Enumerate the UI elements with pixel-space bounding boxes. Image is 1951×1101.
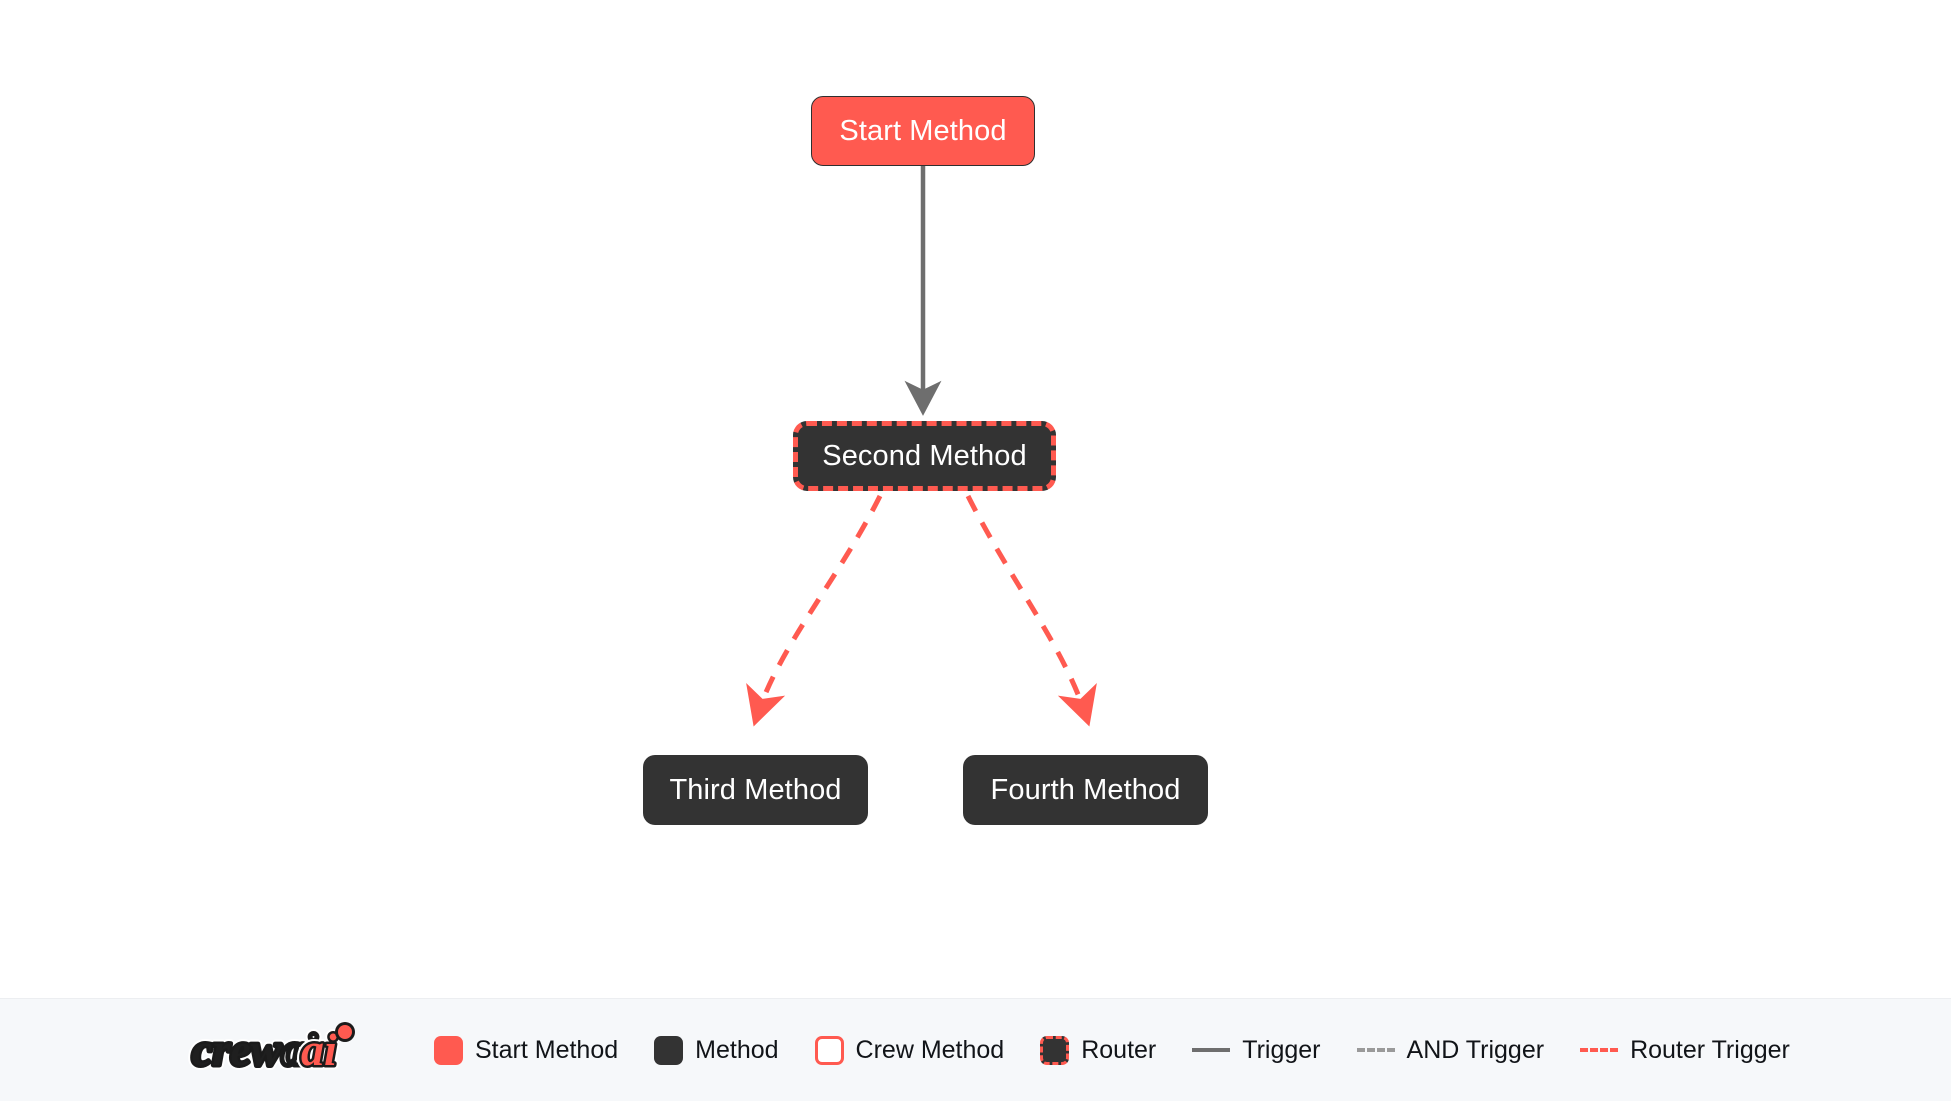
flow-canvas[interactable]: Start Method Second Method Third Method …	[0, 0, 1951, 998]
legend-item-start-method: Start Method	[434, 1035, 619, 1065]
legend-item-crew-method: Crew Method	[814, 1035, 1005, 1065]
start-method-swatch-icon	[434, 1035, 463, 1065]
legend-bar: crewai crewai crew crew ai ai ai Start M…	[0, 998, 1951, 1101]
flow-node-label: Start Method	[839, 114, 1007, 147]
flow-node-start-method[interactable]: Start Method	[811, 96, 1035, 166]
flow-node-fourth-method[interactable]: Fourth Method	[963, 755, 1208, 825]
svg-text:ai: ai	[301, 1024, 337, 1075]
crewai-logo-icon: crewai crewai crew crew ai ai ai	[188, 1019, 400, 1081]
legend-item-label: Crew Method	[855, 1035, 1005, 1064]
legend-item-router: Router	[1040, 1035, 1157, 1065]
flow-node-label: Fourth Method	[990, 773, 1181, 806]
flow-node-label: Second Method	[822, 439, 1027, 472]
edge-second-to-third	[746, 494, 883, 727]
crew-method-swatch-icon	[814, 1035, 844, 1065]
router-trigger-line-icon	[1580, 1048, 1619, 1052]
svg-text:crewai: crewai	[192, 1024, 317, 1075]
legend-items: Start Method Method Crew Method Router T…	[434, 1035, 1790, 1065]
legend-item-trigger: Trigger	[1192, 1035, 1321, 1065]
and-trigger-line-icon	[1356, 1048, 1395, 1052]
trigger-line-icon	[1192, 1048, 1231, 1052]
flow-node-second-method[interactable]: Second Method	[793, 421, 1056, 491]
svg-text:ai: ai	[301, 1024, 337, 1075]
legend-item-label: AND Trigger	[1406, 1035, 1545, 1064]
legend-item-label: Router	[1081, 1035, 1157, 1064]
legend-item-label: Start Method	[475, 1035, 619, 1064]
flow-node-third-method[interactable]: Third Method	[643, 755, 868, 825]
svg-text:crewai: crewai	[192, 1024, 317, 1075]
edge-second-to-fourth	[965, 494, 1097, 727]
legend-item-and-trigger: AND Trigger	[1356, 1035, 1545, 1065]
svg-text:crew: crew	[192, 1024, 282, 1075]
legend-item-method: Method	[654, 1035, 779, 1065]
router-swatch-icon	[1040, 1035, 1070, 1065]
method-swatch-icon	[654, 1035, 684, 1065]
legend-item-label: Router Trigger	[1630, 1035, 1790, 1064]
legend-item-router-trigger: Router Trigger	[1580, 1036, 1790, 1065]
legend-item-label: Trigger	[1242, 1035, 1321, 1064]
svg-text:ai: ai	[301, 1024, 337, 1075]
flow-node-label: Third Method	[669, 773, 842, 806]
legend-item-label: Method	[695, 1035, 779, 1064]
